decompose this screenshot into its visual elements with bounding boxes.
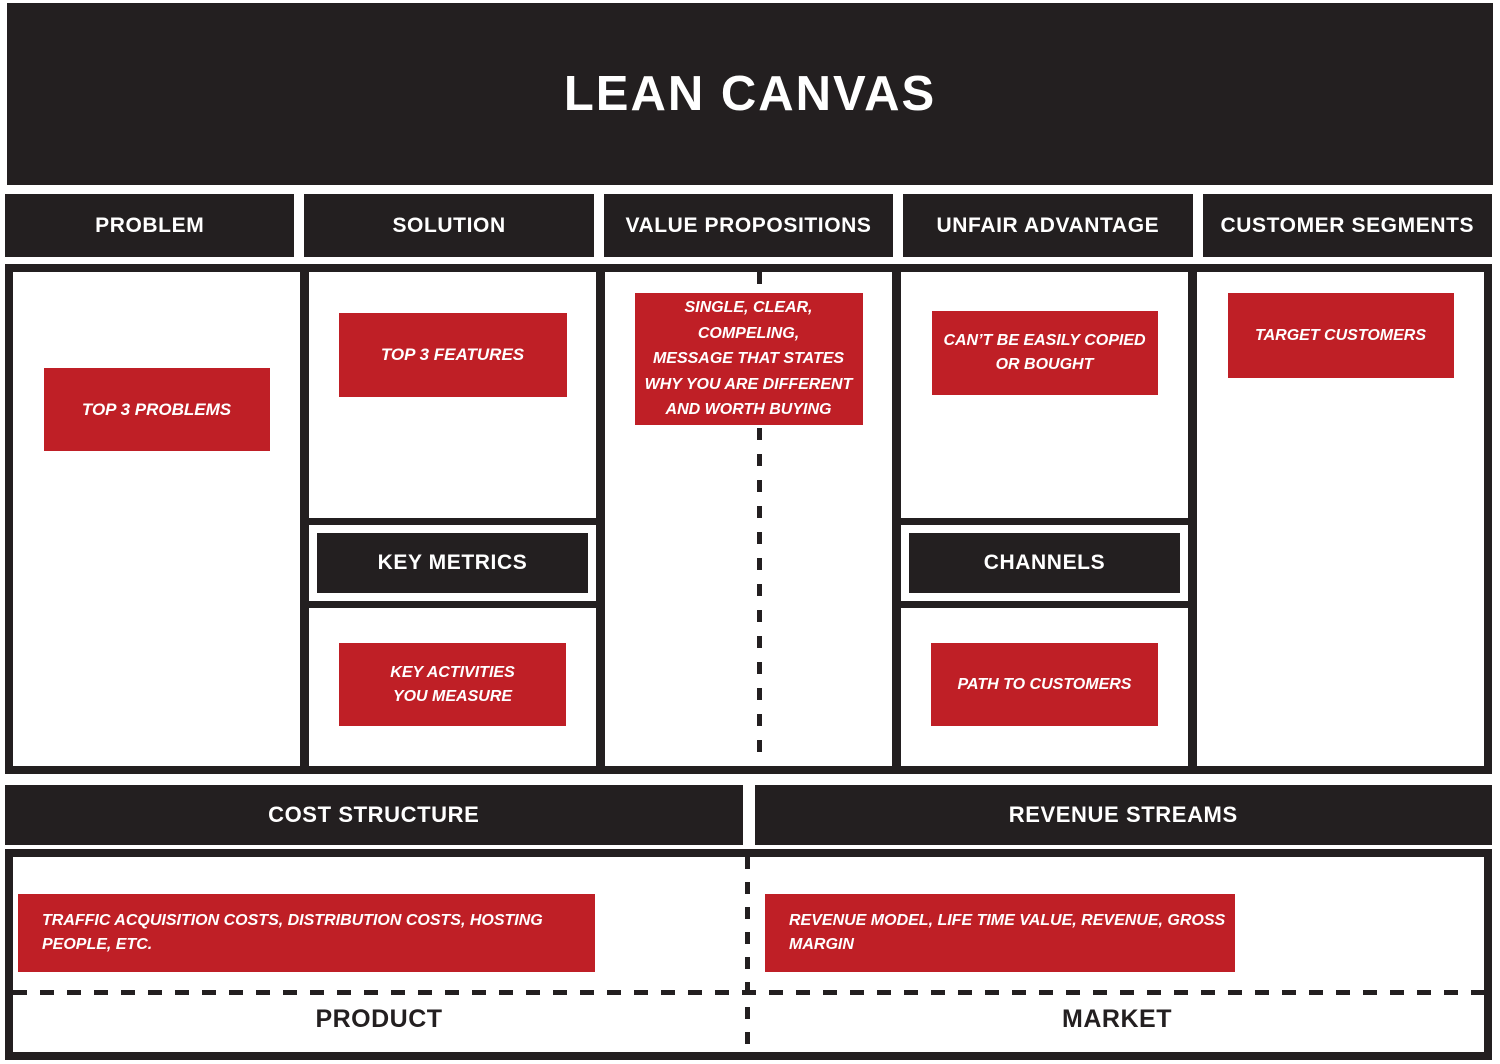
channels-note: PATH TO CUSTOMERS [931,643,1158,726]
value-propositions-note: SINGLE, CLEAR, COMPELING, MESSAGE THAT S… [634,293,863,425]
header-unfair-advantage: UNFAIR ADVANTAGE [903,194,1193,257]
bottom-body-inner: TRAFFIC ACQUISITION COSTS, DISTRIBUTION … [13,857,1484,1052]
canvas-body: TOP 3 PROBLEMS TOP 3 FEATURES KEY METRIC… [5,264,1492,774]
page-title: LEAN CANVAS [563,67,937,121]
customer-segments-cell: TARGET CUSTOMERS [1197,272,1484,766]
channels-cell: PATH TO CUSTOMERS [901,608,1188,766]
product-label: PRODUCT [315,1005,443,1033]
problem-cell: TOP 3 PROBLEMS [13,272,300,766]
value-propositions-cell: SINGLE, CLEAR, COMPELING, MESSAGE THAT S… [605,272,892,766]
bottom-header-row: COST STRUCTURE REVENUE STREAMS [5,785,1492,845]
problem-note: TOP 3 PROBLEMS [43,368,270,451]
bottom-body: TRAFFIC ACQUISITION COSTS, DISTRIBUTION … [5,849,1492,1060]
key-metrics-cell: KEY ACTIVITIES YOU MEASURE [309,608,596,766]
unfair-advantage-cell: CAN’T BE EASILY COPIED OR BOUGHT [901,272,1188,518]
solution-note: TOP 3 FEATURES [338,313,567,397]
key-metrics-note: KEY ACTIVITIES YOU MEASURE [339,643,566,726]
title-bar: LEAN CANVAS [7,3,1493,185]
solution-cell: TOP 3 FEATURES [309,272,596,518]
key-metrics-band: KEY METRICS [309,525,596,601]
header-solution: SOLUTION [304,194,594,257]
product-market-horizontal-divider [13,990,1484,995]
header-key-metrics: KEY METRICS [317,533,588,593]
channels-band: CHANNELS [901,525,1188,601]
revenue-streams-note: REVENUE MODEL, LIFE TIME VALUE, REVENUE,… [765,894,1235,972]
market-label: MARKET [1062,1005,1172,1033]
lean-canvas-page: LEAN CANVAS PROBLEM SOLUTION VALUE PROPO… [0,3,1500,1064]
center-dashed-divider [757,272,762,766]
header-cost-structure: COST STRUCTURE [5,785,743,845]
header-customer-segments: CUSTOMER SEGMENTS [1202,194,1492,257]
unfair-advantage-note: CAN’T BE EASILY COPIED OR BOUGHT [931,311,1158,395]
column-header-row: PROBLEM SOLUTION VALUE PROPOSITIONS UNFA… [5,194,1492,257]
cost-structure-note: TRAFFIC ACQUISITION COSTS, DISTRIBUTION … [18,894,595,972]
solution-column: TOP 3 FEATURES KEY METRICS KEY ACTIVITIE… [309,272,596,766]
unfair-advantage-column: CAN’T BE EASILY COPIED OR BOUGHT CHANNEL… [901,272,1188,766]
header-channels: CHANNELS [909,533,1180,593]
header-revenue-streams: REVENUE STREAMS [754,785,1492,845]
header-problem: PROBLEM [5,194,295,257]
customer-segments-note: TARGET CUSTOMERS [1227,293,1454,378]
product-market-vertical-divider [745,857,750,1052]
header-value-propositions: VALUE PROPOSITIONS [603,194,894,257]
